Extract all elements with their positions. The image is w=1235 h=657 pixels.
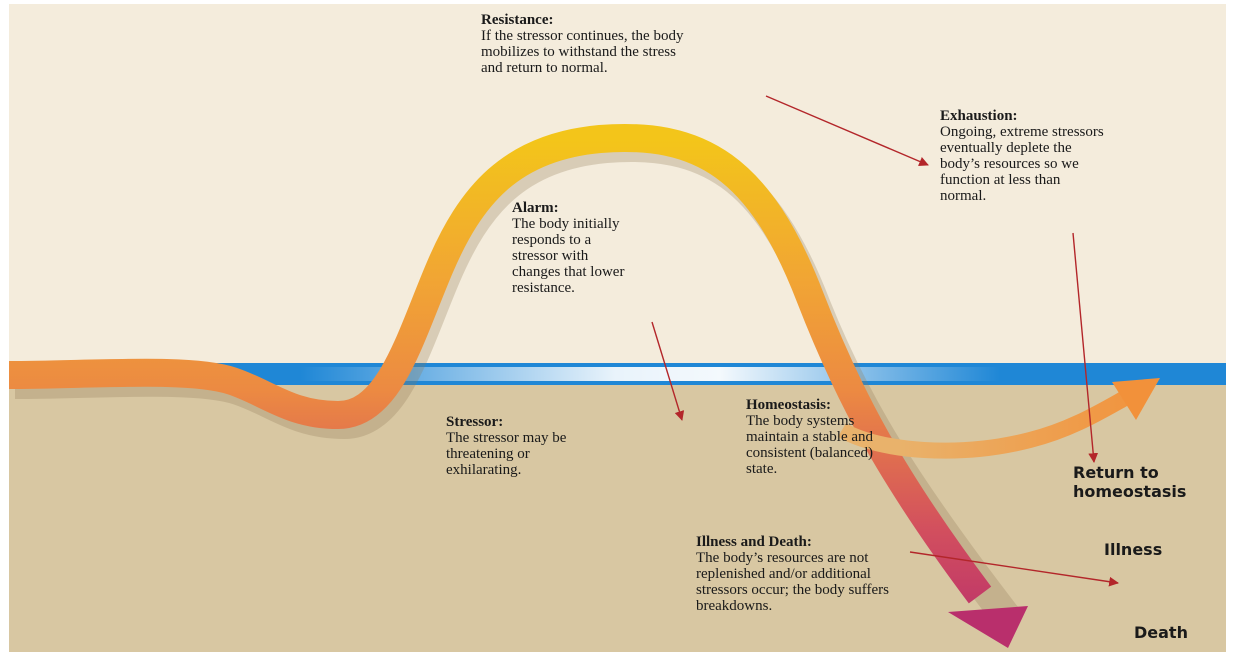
death-label: Death — [1134, 623, 1188, 642]
frame-right — [1226, 0, 1235, 657]
homeostasis-text: The body systems maintain a stable and c… — [746, 413, 873, 477]
stressor-annotation: Stressor: The stressor may be threatenin… — [446, 414, 566, 478]
alarm-title: Alarm: — [512, 200, 624, 216]
illness-death-title: Illness and Death: — [696, 534, 889, 550]
illness-death-annotation: Illness and Death: The body’s resources … — [696, 534, 889, 614]
stressor-title: Stressor: — [446, 414, 566, 430]
resistance-text: If the stressor continues, the body mobi… — [481, 28, 683, 76]
resistance-annotation: Resistance: If the stressor continues, t… — [481, 12, 683, 76]
illness-death-text: The body’s resources are not replenished… — [696, 550, 889, 614]
exhaustion-text: Ongoing, extreme stressors eventually de… — [940, 124, 1104, 204]
exhaustion-annotation: Exhaustion: Ongoing, extreme stressors e… — [940, 108, 1104, 204]
resistance-title: Resistance: — [481, 12, 683, 28]
alarm-text: The body initially responds to a stresso… — [512, 216, 624, 296]
homeostasis-annotation: Homeostasis: The body systems maintain a… — [746, 397, 873, 477]
return-to-homeostasis-label: Return to homeostasis — [1073, 463, 1186, 501]
stressor-text: The stressor may be threatening or exhil… — [446, 430, 566, 478]
alarm-annotation: Alarm: The body initially responds to a … — [512, 200, 624, 296]
lower-background — [0, 378, 1235, 657]
exhaustion-title: Exhaustion: — [940, 108, 1104, 124]
illness-label: Illness — [1104, 540, 1162, 559]
frame-left — [0, 0, 9, 657]
frame-bottom — [0, 652, 1235, 657]
frame-top — [0, 0, 1235, 4]
homeostasis-title: Homeostasis: — [746, 397, 873, 413]
